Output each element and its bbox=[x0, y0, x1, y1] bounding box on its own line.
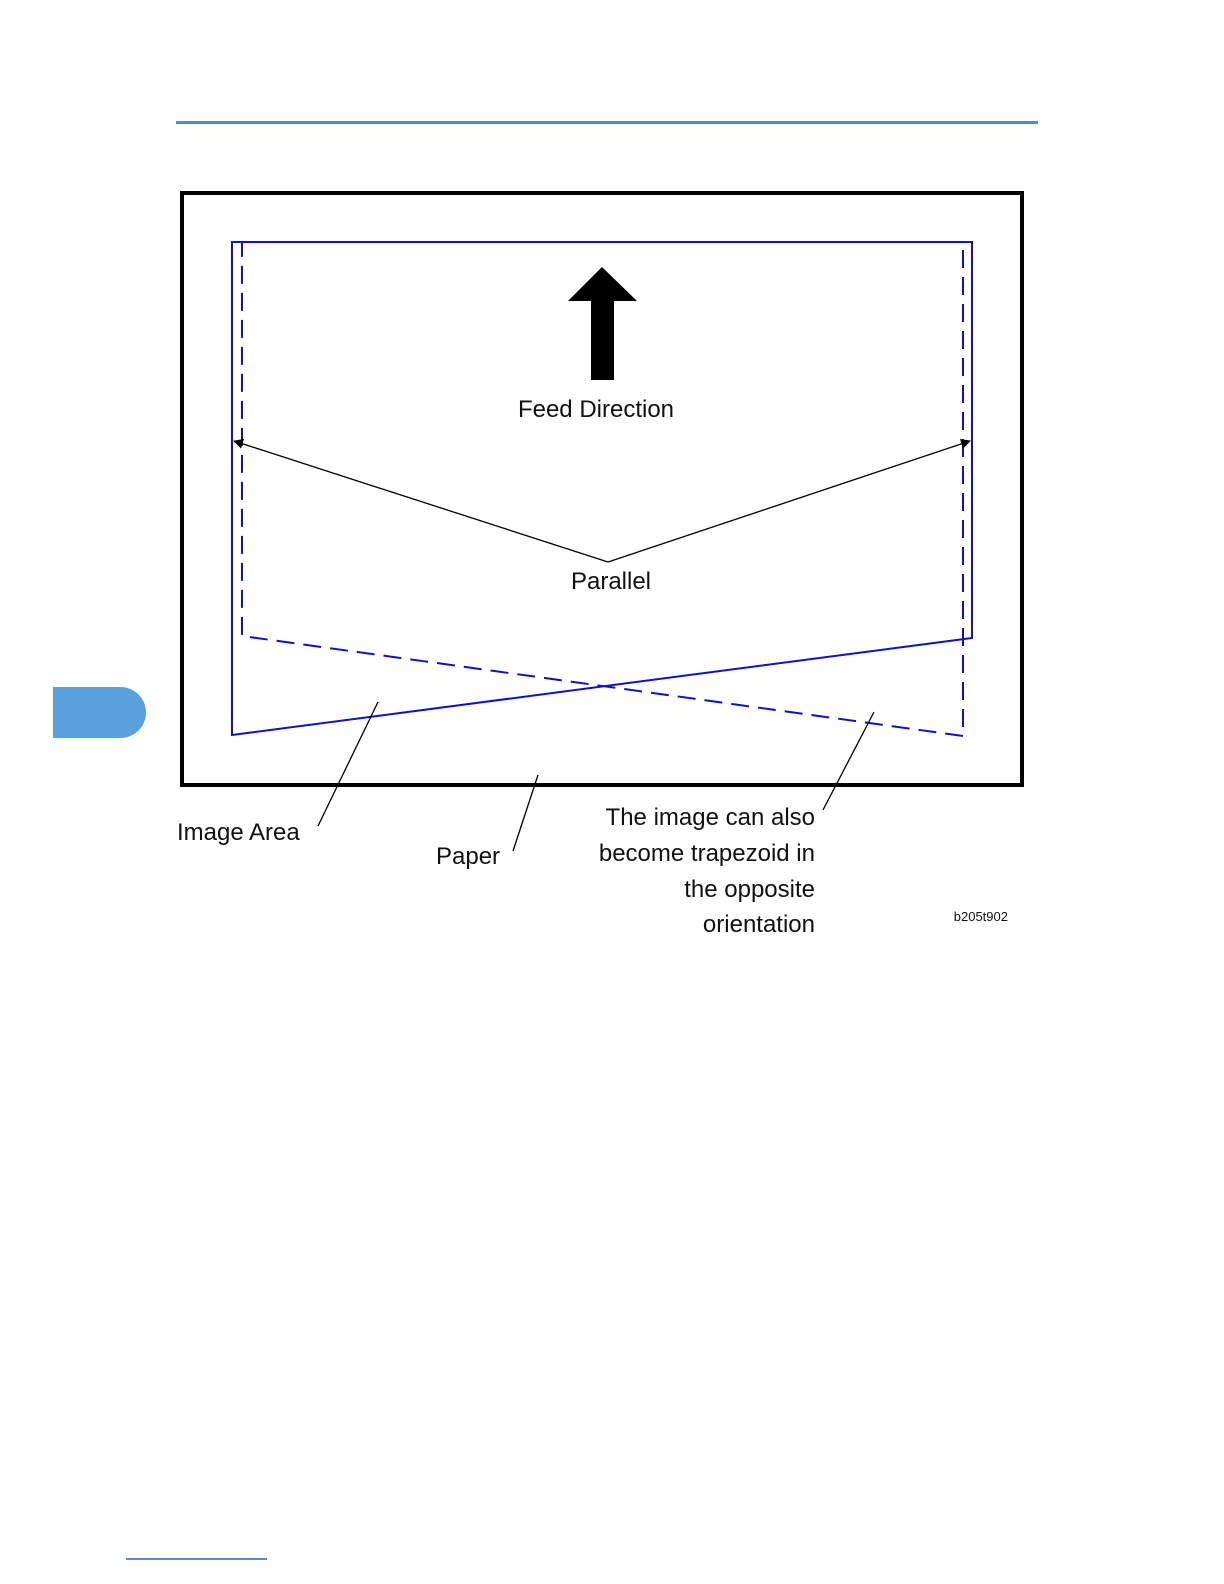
note-line-3: the opposite bbox=[684, 876, 815, 903]
parallel-label: Parallel bbox=[571, 568, 651, 595]
note-line-4: orientation bbox=[703, 911, 815, 938]
figure-id: b205t902 bbox=[954, 909, 1008, 924]
image-area-label: Image Area bbox=[177, 819, 300, 846]
feed-direction-label: Feed Direction bbox=[518, 396, 674, 423]
up-arrow-icon bbox=[568, 267, 637, 380]
parallel-arrow-left bbox=[234, 441, 608, 562]
parallel-arrow-right bbox=[608, 441, 970, 562]
opposite-leader bbox=[823, 712, 874, 810]
note-line-1: The image can also bbox=[606, 804, 815, 831]
note-line-2: become trapezoid in bbox=[599, 840, 815, 867]
paper-label: Paper bbox=[436, 843, 500, 870]
